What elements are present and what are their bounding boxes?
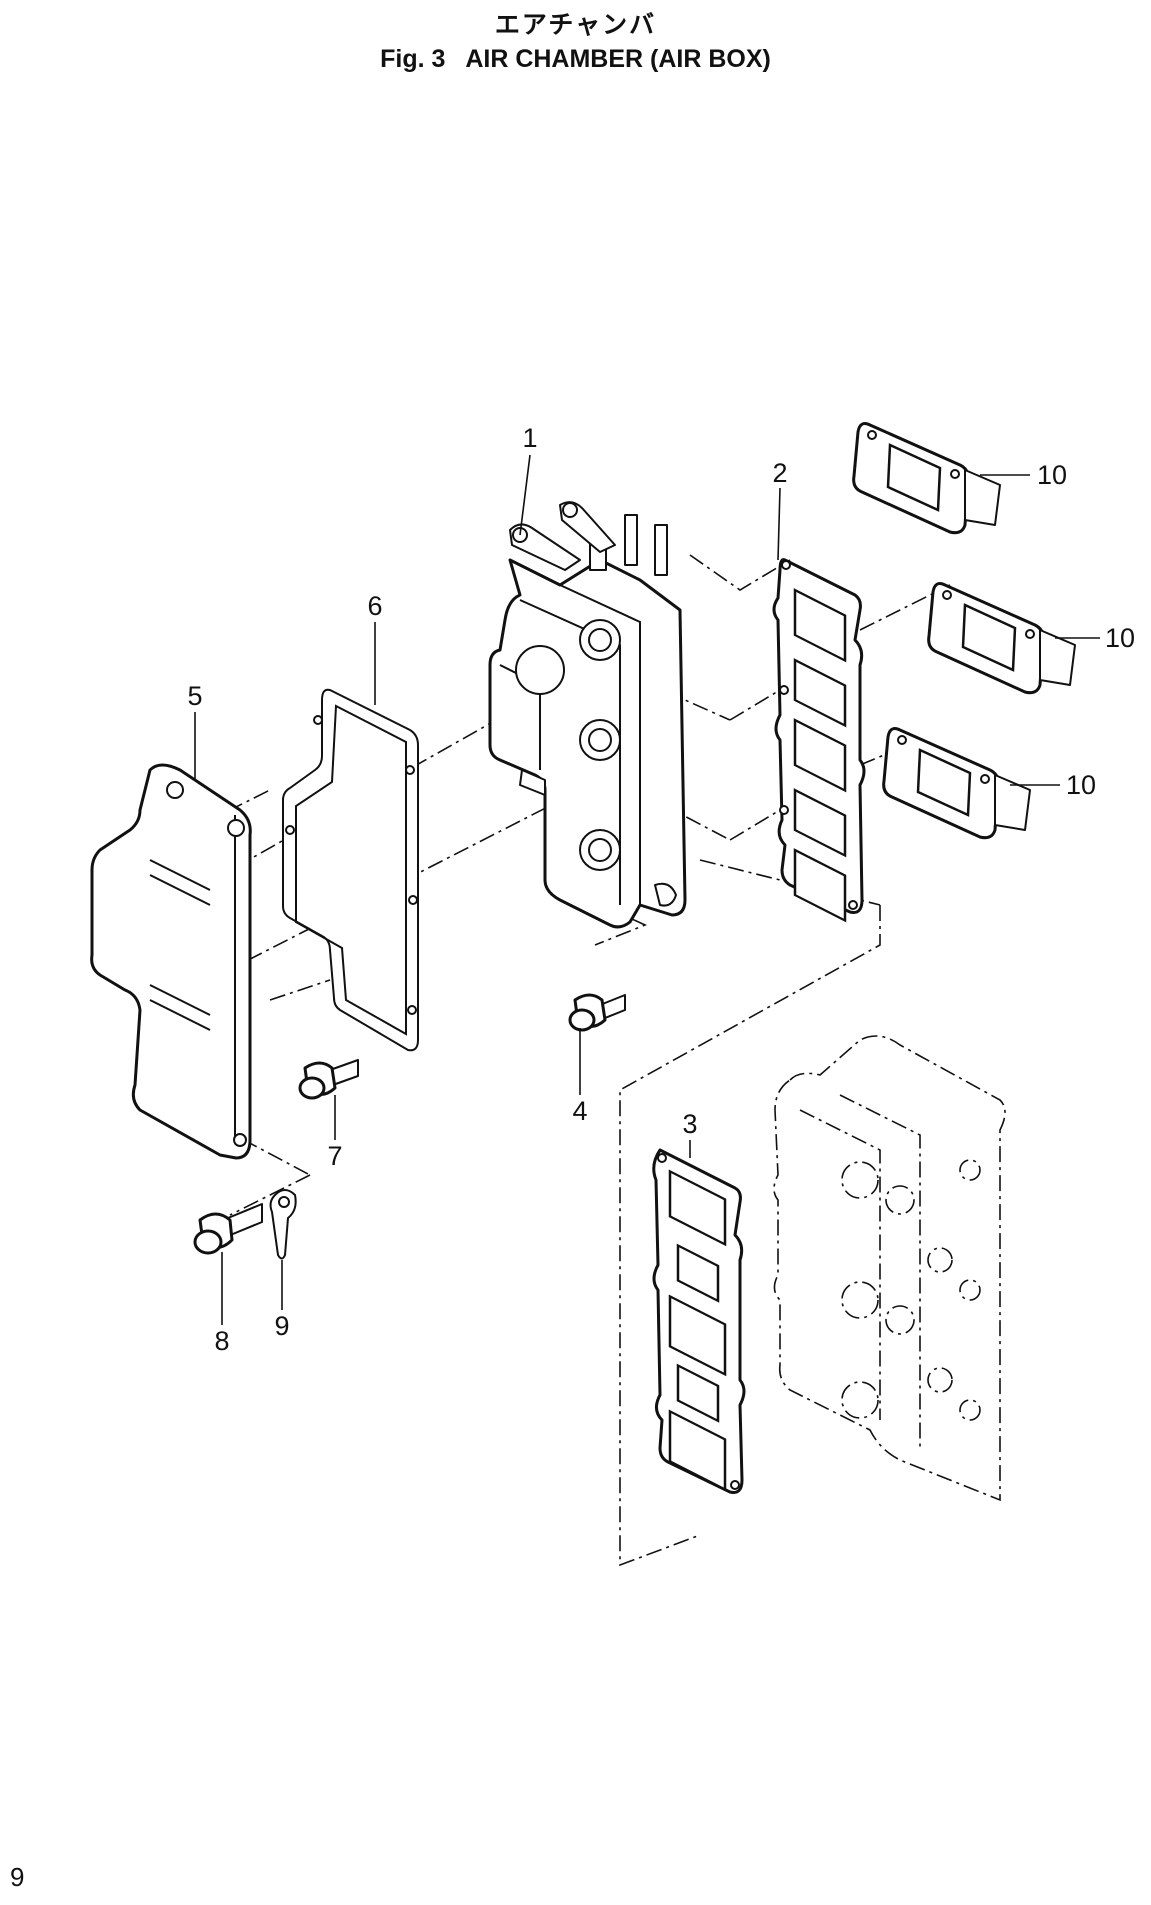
callout-3: 3 <box>682 1109 697 1139</box>
part-5-cover <box>90 763 252 1160</box>
part-10-reed-valve-upper <box>852 422 1001 535</box>
callout-4: 4 <box>572 1096 587 1126</box>
part-10-reed-valve-middle <box>927 582 1076 695</box>
leader-lines <box>194 454 1100 1325</box>
part-9-clip <box>269 1189 297 1260</box>
part-6-gasket <box>282 688 419 1052</box>
title-block: エアチャンバ Fig. 3 AIR CHAMBER (AIR BOX) <box>0 8 1151 76</box>
callout-labels: 1 2 3 4 5 6 7 8 9 10 10 10 <box>187 423 1135 1356</box>
callout-10-middle: 10 <box>1105 623 1135 653</box>
callout-2: 2 <box>772 458 787 488</box>
page-number: 9 <box>10 1862 25 1892</box>
crankcase-reference <box>773 1035 1006 1502</box>
title-english: Fig. 3 AIR CHAMBER (AIR BOX) <box>380 45 771 73</box>
callout-5: 5 <box>187 681 202 711</box>
part-7-bolt <box>298 1059 359 1100</box>
part-4-bolt <box>568 993 626 1032</box>
callout-10-lower: 10 <box>1066 770 1096 800</box>
title-japanese: エアチャンバ <box>494 11 657 39</box>
callout-8: 8 <box>214 1326 229 1356</box>
part-3-gasket <box>652 1148 746 1494</box>
callout-7: 7 <box>327 1141 342 1171</box>
part-8-bolt <box>193 1203 263 1255</box>
part-2-gasket <box>772 558 866 923</box>
callout-10-upper: 10 <box>1037 460 1067 490</box>
callout-9: 9 <box>274 1311 289 1341</box>
part-1-air-chamber <box>488 501 687 929</box>
callout-6: 6 <box>367 591 382 621</box>
callout-1: 1 <box>522 423 537 453</box>
part-10-reed-valve-lower <box>882 727 1031 840</box>
